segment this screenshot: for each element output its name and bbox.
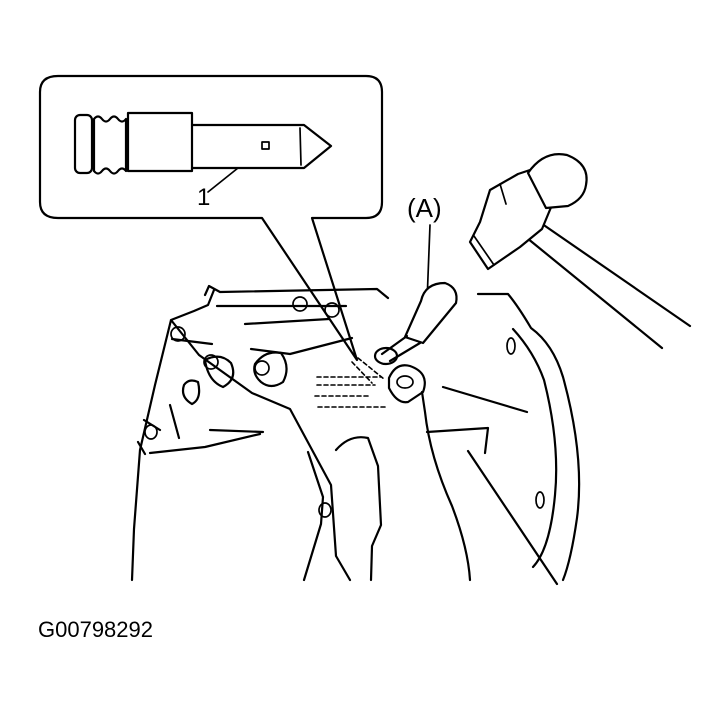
hammer-ball	[526, 153, 588, 210]
pin-hole	[261, 141, 270, 150]
pin-drawing	[73, 111, 333, 193]
case-top-edge	[203, 284, 390, 356]
transmission-case	[130, 284, 581, 586]
detail-callout: 1	[38, 74, 384, 362]
punch-tip	[380, 334, 422, 363]
case-gear-housing	[420, 385, 559, 586]
hammer-icon	[468, 153, 692, 350]
part-number-label: 1	[197, 184, 210, 211]
pin-location-outline	[314, 357, 388, 408]
pin-head	[73, 113, 94, 175]
bolt-hole-3	[170, 326, 186, 342]
part-leader-line	[207, 167, 239, 193]
bolt-hole-8	[506, 337, 516, 355]
tool-label: (A)	[407, 193, 442, 223]
pin-body	[126, 111, 194, 173]
hammer-handle	[525, 217, 692, 350]
bolt-hole-6	[144, 424, 158, 440]
boss-hole	[396, 375, 414, 389]
punch-body	[403, 281, 458, 345]
case-mounting-column	[203, 351, 383, 582]
punch-contact-ring	[373, 346, 399, 366]
pin-shaft	[190, 123, 333, 170]
case-right-flange	[476, 292, 581, 582]
pin-spring	[92, 115, 128, 175]
bolt-hole-1	[292, 296, 308, 312]
hammer-face	[473, 183, 507, 266]
figure-code-label: G00798292	[38, 617, 153, 642]
case-center-boss	[387, 364, 426, 404]
bolt-hole-9	[535, 491, 545, 509]
punch-tool-icon	[373, 281, 458, 366]
bolt-hole-5	[254, 360, 270, 376]
bolt-hole-4	[203, 354, 219, 370]
bolt-hole-7	[318, 502, 332, 518]
case-main-outline	[130, 288, 352, 582]
pin-groove	[299, 127, 302, 166]
bolt-hole-2	[324, 302, 340, 318]
